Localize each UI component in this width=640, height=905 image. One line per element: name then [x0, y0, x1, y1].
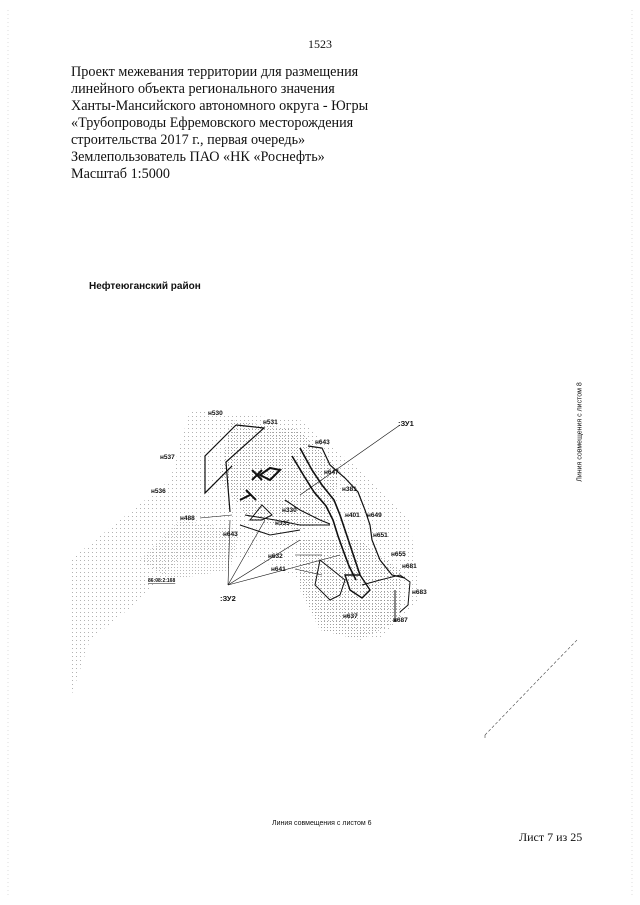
point-label: н335 [275, 520, 290, 527]
title-line: «Трубопроводы Ефремовского месторождения [71, 115, 354, 131]
point-label: н381 [342, 486, 357, 493]
point-label: н649 [367, 512, 382, 519]
title-line: Проект межевания территории для размещен… [71, 64, 359, 80]
point-label: н536 [151, 488, 166, 495]
point-label: н488 [180, 515, 195, 522]
title-line: линейного объекта регионального значения [71, 81, 335, 97]
sheet-number: Лист 7 из 25 [519, 830, 583, 844]
point-label: н643 [223, 531, 238, 538]
point-label: н683 [412, 589, 427, 596]
point-label: н637 [343, 613, 358, 620]
point-label: н401 [345, 512, 360, 519]
zone-label: :ЗУ1 [398, 419, 414, 428]
title-line: строительства 2017 г., первая очередь» [71, 132, 306, 148]
point-label: н647 [324, 469, 339, 476]
point-label: н531 [263, 419, 278, 426]
match-line [484, 639, 578, 738]
point-label: н330 [282, 507, 297, 514]
point-label: н632 [268, 553, 283, 560]
match-line-right-label: Линия совмещения с листом 8 [576, 382, 584, 482]
point-label: н537 [160, 454, 175, 461]
point-label: н641 [271, 566, 286, 573]
parcel-boundary [225, 424, 266, 513]
match-line-bottom-label: Линия совмещения с листом 6 [272, 820, 372, 827]
title-line: Ханты-Мансийского автономного округа - Ю… [71, 98, 369, 114]
parcel-id: 86:08:2:168 [148, 578, 175, 584]
zone-label: :ЗУ2 [220, 594, 236, 603]
leader-lines [199, 424, 401, 586]
page-number: 1523 [308, 37, 332, 51]
land-user-line: Землепользователь ПАО «НК «Роснефть» [71, 149, 325, 165]
district-label: Нефтеюганский район [89, 281, 201, 292]
title-block: Проект межевания территории для размещен… [71, 64, 368, 183]
point-label: н651 [373, 532, 388, 539]
point-label: н655 [391, 551, 406, 558]
point-label: н530 [208, 410, 223, 417]
point-label: н687 [393, 617, 408, 624]
point-label: н681 [402, 563, 417, 570]
point-label: н643 [315, 439, 330, 446]
scale-line: Масштаб 1:5000 [71, 166, 170, 182]
pipeline-corridor [239, 445, 411, 622]
parcel-boundary [204, 465, 233, 494]
